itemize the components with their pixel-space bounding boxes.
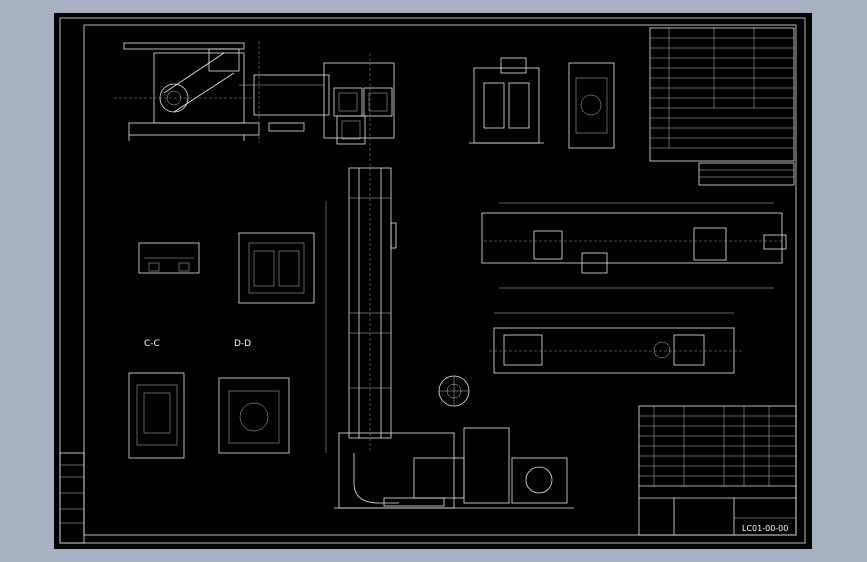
plan-view-upper: [481, 202, 787, 289]
section-view-a: [138, 242, 200, 274]
cad-viewport[interactable]: C-C D-D: [54, 13, 812, 549]
outer-frame: [59, 17, 806, 544]
boot-section: [334, 427, 574, 509]
title-block: LC01-00-00: [638, 405, 797, 536]
inner-frame: [83, 24, 797, 536]
vertical-conveyor: [323, 53, 397, 453]
section-c-view: C-C: [128, 339, 185, 459]
drawing-canvas: C-C D-D: [59, 17, 806, 544]
left-margin-strip: [59, 452, 85, 544]
requirements-table: [649, 27, 795, 186]
plan-view-lower: [489, 312, 744, 374]
drive-unit-view: [114, 41, 330, 143]
section-c-label: C-C: [144, 339, 160, 349]
section-d-label: D-D: [234, 339, 251, 349]
round-detail-view: [438, 375, 470, 407]
section-view-b: [238, 232, 315, 304]
drawing-code: LC01-00-00: [742, 524, 788, 533]
drive-detail-views: [469, 57, 615, 149]
section-d-view: D-D: [218, 339, 290, 454]
